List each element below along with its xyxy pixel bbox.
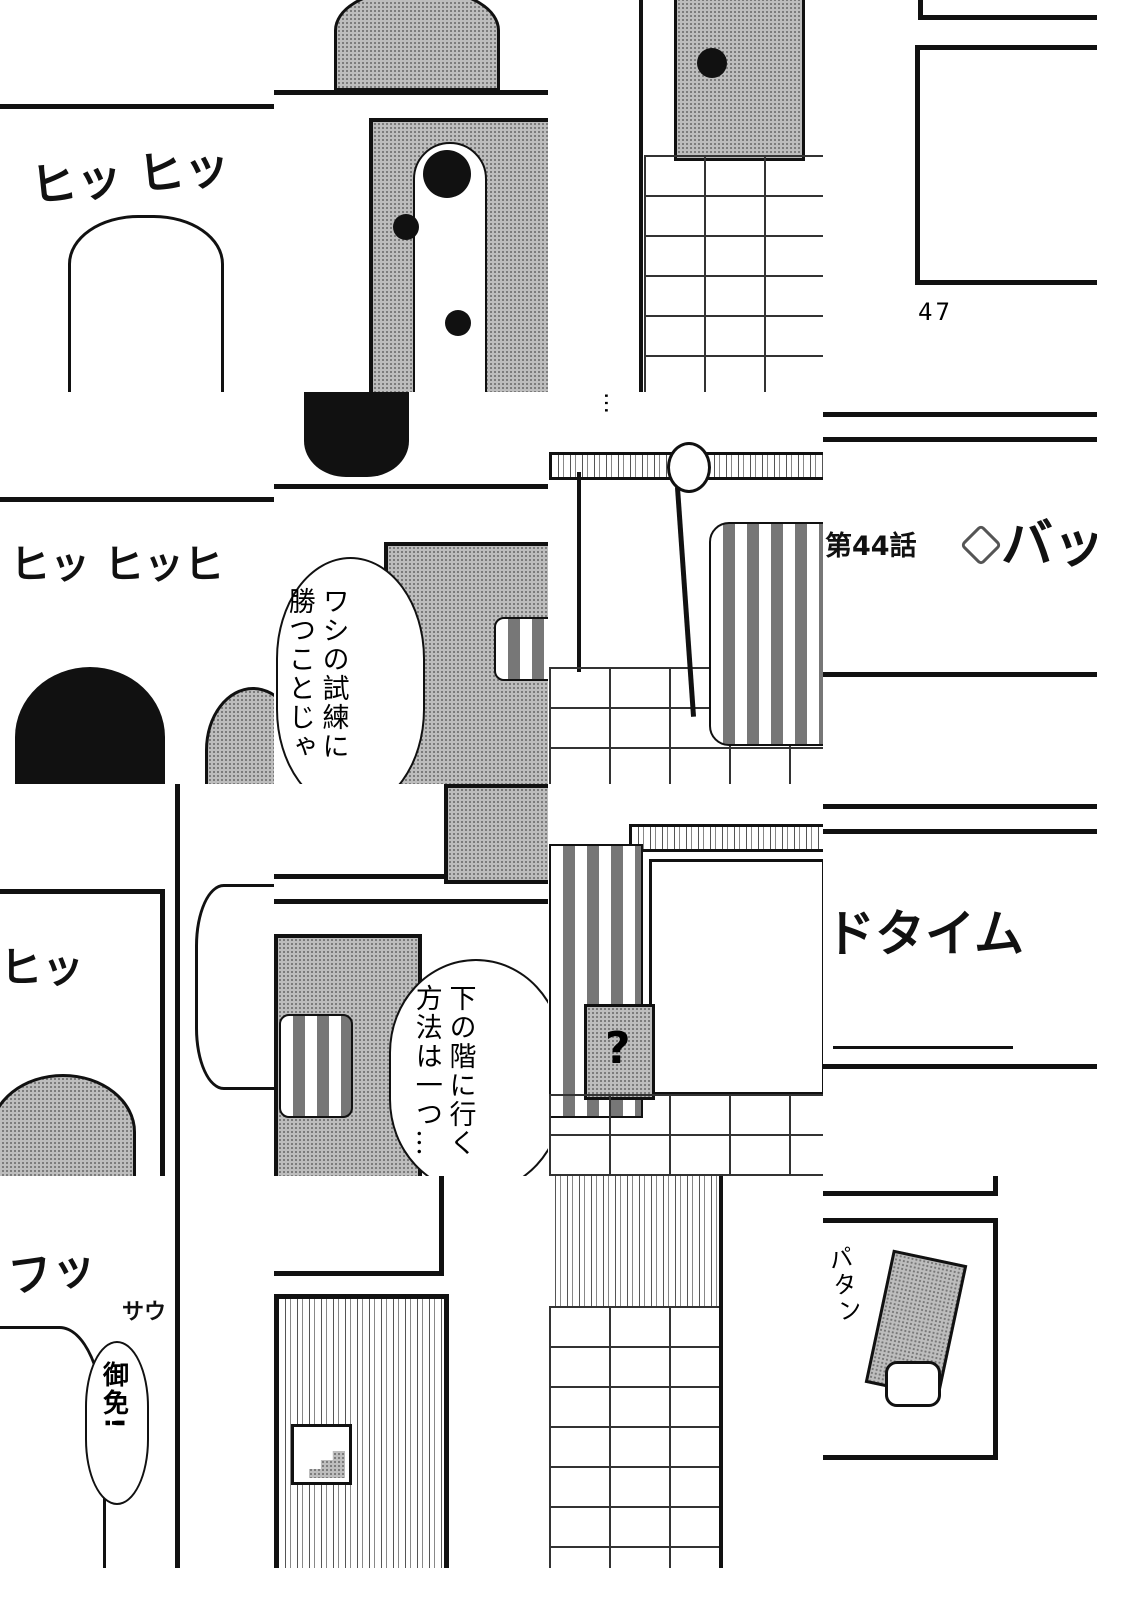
table-leg [577, 472, 581, 672]
gloved-hand [885, 1361, 941, 1407]
panel-border [823, 804, 1097, 809]
tile-question-box: ? [549, 784, 823, 1176]
page-number: 47 [918, 298, 953, 326]
character-hair [0, 1074, 136, 1176]
hole [697, 48, 727, 78]
chapter-title: 第44話 [825, 531, 917, 562]
panel-border [274, 484, 548, 489]
tile-trial-speech: ワシの試練に勝つことじゃ [274, 392, 548, 784]
tile-door-silhouette [274, 0, 548, 392]
tile-gomen: フッ サウ 御免! [0, 1176, 274, 1568]
speech-bubble [276, 557, 425, 784]
panel-border [0, 104, 274, 109]
panel-border [175, 1176, 180, 1568]
panel-border [274, 899, 548, 904]
tile-chapter-title-cont: ドタイム [823, 784, 1097, 1176]
panel-border [0, 497, 274, 502]
tile-book-close: パタン [823, 1176, 1097, 1568]
panel-border [823, 672, 1097, 677]
panel-detail [444, 784, 548, 884]
chapter-sfx: ドタイム [825, 905, 1024, 963]
tile-page-number: 47 [823, 0, 1097, 392]
stairs-shape [309, 1451, 345, 1478]
character-hair [15, 667, 165, 784]
stairs-sign-icon [291, 1424, 352, 1485]
question-box: ? [584, 1004, 655, 1100]
tile-wood-floor [549, 1176, 823, 1568]
tiled-floor [549, 1094, 823, 1176]
old-man-face [195, 884, 274, 1090]
panel-border [823, 1064, 1097, 1069]
panel-border [274, 90, 548, 95]
character-back [334, 0, 500, 91]
diamond-ornament-icon [959, 523, 1003, 567]
sfx-laugh: ヒッ ヒッヒ [10, 542, 224, 588]
door [674, 0, 805, 161]
door [369, 118, 548, 392]
tile-stairs-door [274, 1176, 548, 1568]
hole [423, 150, 471, 198]
tile-door-floor [549, 0, 823, 392]
panel [274, 1176, 444, 1276]
speech-bubble [85, 1341, 149, 1505]
speech-text: ワシの試練に勝つことじゃ [283, 587, 349, 761]
panel-border [719, 1176, 723, 1568]
speech-bubble [389, 959, 548, 1176]
ink-drips [833, 1046, 1013, 1049]
tile-skull-cane: … [549, 392, 823, 784]
striped-hat [494, 617, 548, 681]
panel-border [274, 874, 444, 879]
tile-laugh-ponytail: ヒッ [0, 784, 274, 1176]
tile-downstairs-speech: 下の階に行く方法は一つ… [274, 784, 548, 1176]
tiled-floor [644, 155, 823, 392]
character-hair [304, 392, 409, 477]
sfx-laugh: ヒッ ヒッ [28, 138, 233, 214]
panel-border [823, 412, 1097, 417]
tile-laugh-heads: ヒッ ヒッヒ [0, 392, 274, 784]
wall-panel [649, 859, 823, 1095]
skull-cane-head [667, 442, 711, 493]
tile-laugh-chef-hat: ヒッ ヒッ [0, 0, 274, 392]
ellipsis: … [599, 392, 624, 414]
sfx-whoosh-small: サウ [122, 1300, 167, 1325]
sfx-laugh: ヒッ [0, 943, 85, 992]
panel [915, 45, 1097, 285]
tile-chapter-title: 第44話 バッ [823, 392, 1097, 784]
panel-border [639, 0, 643, 392]
sfx-whoosh: フッ [5, 1241, 100, 1304]
tiled-floor [549, 1306, 721, 1568]
chapter-sfx: バッ [1001, 515, 1097, 575]
panel-border [823, 829, 1097, 834]
hole [393, 214, 419, 240]
panel [918, 0, 1097, 20]
character-head [205, 687, 274, 784]
speech-text: 御免! [98, 1361, 129, 1431]
table-top [629, 824, 823, 852]
wooden-door [274, 1294, 449, 1568]
wood-wall [549, 1176, 721, 1306]
speech-text: 下の階に行く方法は一つ… [410, 984, 476, 1158]
question-mark: ? [605, 1023, 631, 1074]
panel-border [175, 784, 180, 1176]
striped-hat [279, 1014, 353, 1118]
hole [445, 310, 471, 336]
panel [823, 1176, 998, 1196]
striped-clothes [709, 522, 823, 746]
chef-hat-head [68, 215, 224, 392]
panel-border [823, 437, 1097, 442]
